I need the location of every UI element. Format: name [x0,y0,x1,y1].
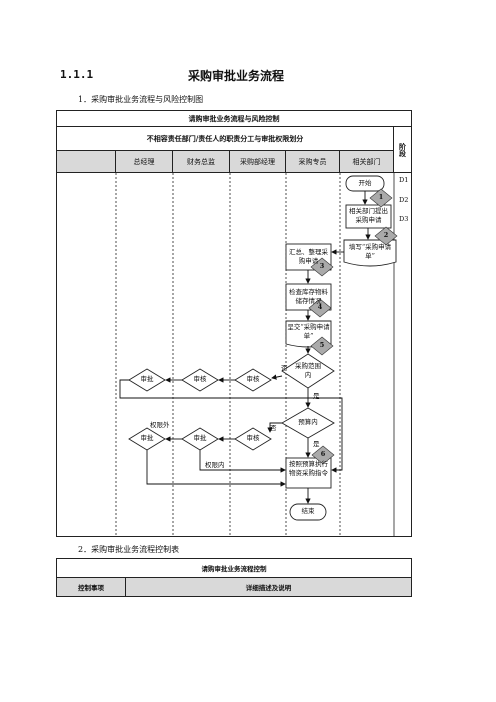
yes-label-1: 是 [313,392,320,400]
approve-gm2-label: 审批 [140,434,154,442]
subtitle-flowchart: 1．采购审批业务流程与风险控制图 [78,95,204,104]
check-stock-label: 检查库存物料储存情况 [289,288,328,305]
end-label: 结束 [301,507,315,515]
section-number: 1.1.1 [60,68,94,81]
dept-request-label: 相关部门提出采购申请 [349,207,388,224]
execute-label: 按照预算执行物资采购指令 [289,460,328,477]
arrow [271,374,283,380]
flow-body [56,172,412,537]
fill-form-node [343,239,397,267]
badge-2-label: 2 [383,231,389,239]
control-col-desc: 详细描述及说明 [125,577,412,597]
no-label: 否 [281,364,288,372]
arrow [267,422,282,433]
in-scope-label: 采购范围内 [295,362,321,379]
review-mgr2-label: 审核 [246,434,260,442]
review-mgr2-decision [234,427,272,451]
approve-gm-label: 审批 [140,375,154,383]
stage-d2: D2 [399,196,409,204]
fill-form-label: 填写“采购申请单” [348,243,392,260]
badge-3-label: 3 [319,262,325,270]
out-of-limit-label: 权限外 [150,421,170,429]
review-cfo-decision [181,368,219,392]
arrow [199,450,286,473]
review-mgr-label: 审核 [246,375,260,383]
review-mgr-decision [234,368,272,392]
section-title: 采购审批业务流程 [188,69,285,83]
badge-5 [310,336,334,356]
dept-request-node [345,204,392,229]
section-heading: 1.1.1 采购审批业务流程 [60,68,440,88]
control-table-title: 请购审批业务流程控制 [56,558,412,578]
approve-cfo2-label: 审批 [193,434,207,442]
approve-gm-decision [128,368,166,392]
badge-3 [310,257,334,277]
control-col-item: 控制事项 [56,577,126,597]
stage-d3: D3 [399,215,409,223]
arrow [146,450,286,487]
summarize-label: 汇总、整理采购申请 [289,248,328,265]
stage-d1: D1 [399,176,409,184]
badge-6 [311,445,335,465]
end-node [289,503,327,521]
submit-form-label: 呈交“采购申请单” [287,323,330,340]
subtitle-control-table: 2．采购审批业务流程控制表 [78,545,180,554]
yes-label-2: 是 [313,440,320,448]
in-budget-label: 预算内 [298,418,318,426]
badge-4-label: 4 [317,303,323,311]
arrow [119,379,343,473]
within-limit-label: 权限内 [205,461,225,469]
badge-5-label: 5 [319,341,325,349]
badge-1 [369,188,393,208]
badge-2 [374,226,398,246]
no-label-2: 否 [270,424,277,432]
badge-1-label: 1 [378,193,384,201]
badge-4 [308,298,332,318]
badge-6-label: 6 [320,450,326,458]
review-cfo-label: 审核 [193,375,207,383]
start-label: 开始 [358,179,372,187]
